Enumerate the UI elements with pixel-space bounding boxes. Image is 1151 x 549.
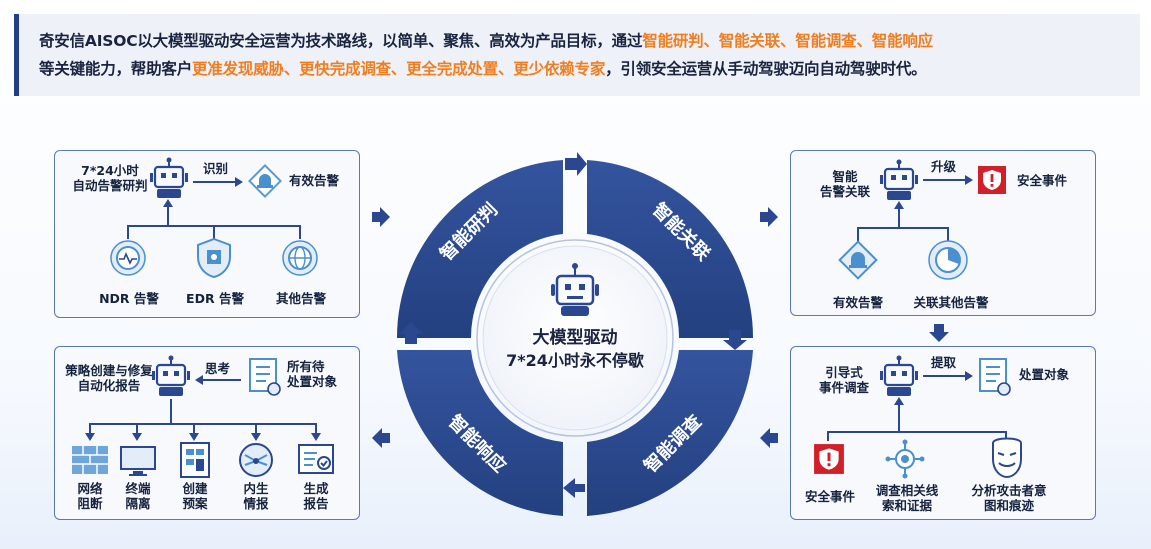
arrow-label: 提取: [931, 355, 957, 370]
action-label-playbook: 创建 预案: [182, 481, 208, 511]
flow-arrow-right-down: [929, 324, 949, 342]
result-label: 安全事件: [1017, 173, 1068, 188]
globe-icon: [282, 240, 318, 276]
center-title-2: 7*24小时永不停歇: [506, 351, 644, 370]
result-label: 所有待 处置对象: [287, 359, 338, 389]
result-label: 有效告警: [289, 173, 340, 188]
playbook-icon: [180, 442, 210, 478]
robot-label: 引导式 事件调查: [818, 365, 869, 395]
arrow-label: 升级: [931, 159, 957, 174]
robot-icon: [150, 157, 188, 198]
correlation-radar-icon: [928, 240, 968, 280]
firewall-icon: [72, 446, 108, 474]
robot-label: 策略创建与修复 自动化报告: [65, 363, 153, 393]
arrow-label: 思考: [205, 361, 231, 376]
source-label-attacker: 分析攻击者意 图和痕迹: [971, 483, 1047, 513]
source-label-edr: EDR 告警: [186, 291, 244, 306]
action-label-intel: 内生 情报: [243, 481, 269, 511]
center-title-1: 大模型驱动: [533, 327, 618, 348]
report-icon: [298, 444, 334, 474]
robot-icon: [880, 355, 918, 396]
quadrant-bottom-left: [397, 350, 563, 516]
quadrant-bottom-right: [587, 350, 753, 516]
flow-arrow-tl: [372, 207, 390, 227]
source-label-ndr: NDR 告警: [99, 291, 159, 306]
alarm-diamond-icon: [838, 240, 878, 280]
intel-globe-icon: [239, 443, 273, 477]
checklist-icon: [979, 358, 1011, 396]
result-label: 处置对象: [1019, 367, 1070, 382]
source-label-clues: 调查相关线 索和证据: [875, 483, 939, 513]
action-label-report: 生成 报告: [303, 481, 329, 511]
source-label-other: 其他告警: [275, 291, 326, 306]
quadrant-top-right: [587, 160, 754, 338]
monitor-icon: [120, 446, 156, 476]
anonymous-mask-icon: [992, 437, 1022, 479]
panel-alert-triage: 7*24小时 自动告警研判 识别 有效告警 NDR 告警 EDR 告警 其他告警: [54, 150, 360, 318]
flow-arrow-bl: [372, 428, 390, 448]
action-label-isolate: 终端 隔离: [125, 481, 151, 511]
header-banner: 奇安信AISOC以大模型驱动安全运营为技术路线，以简单、聚焦、高效为产品目标，通…: [14, 14, 1140, 96]
edr-shield-icon: [197, 237, 231, 279]
quadrant-top-left: [396, 160, 563, 338]
panel-incident-investigation: 引导式 事件调查 提取 处置对象 安全事件 调查相关线 索和证据 分析攻击者意 …: [790, 346, 1096, 520]
alert-shield-icon: [978, 166, 1006, 194]
center-cycle-diagram: 大模型驱动 7*24小时永不停歇 智能研判 智能关联 智能调查 智能响应: [396, 152, 754, 516]
source-label-related: 关联其他告警: [913, 295, 989, 310]
source-label-valid: 有效告警: [832, 295, 883, 310]
ndr-icon: [110, 240, 146, 276]
robot-label: 智能 告警关联: [819, 169, 870, 199]
network-gear-icon: [885, 439, 925, 479]
checklist-icon: [249, 358, 281, 396]
panel-response: 策略创建与修复 自动化报告 思考 所有待 处置对象: [54, 346, 360, 520]
source-label-incident: 安全事件: [804, 489, 855, 504]
flow-arrow-br: [760, 428, 778, 448]
panel-alert-correlation: 智能 告警关联 升级 安全事件 有效告警 关联其他告警: [790, 150, 1096, 316]
robot-icon: [880, 159, 918, 200]
ring-arrow-left: [399, 322, 423, 344]
robot-label: 7*24小时 自动告警研判: [72, 163, 148, 193]
arrow-label: 识别: [203, 161, 229, 176]
robot-icon: [152, 355, 190, 396]
ring-arrow-bottom: [563, 478, 585, 498]
flow-arrow-tr: [760, 207, 778, 227]
robot-icon: [551, 263, 599, 316]
alarm-diamond-icon: [248, 164, 282, 198]
action-label-block: 网络 阻断: [77, 481, 103, 511]
ring-arrow-right: [723, 330, 747, 350]
ring-arrow-top: [565, 152, 587, 176]
alert-shield-icon: [814, 444, 844, 474]
